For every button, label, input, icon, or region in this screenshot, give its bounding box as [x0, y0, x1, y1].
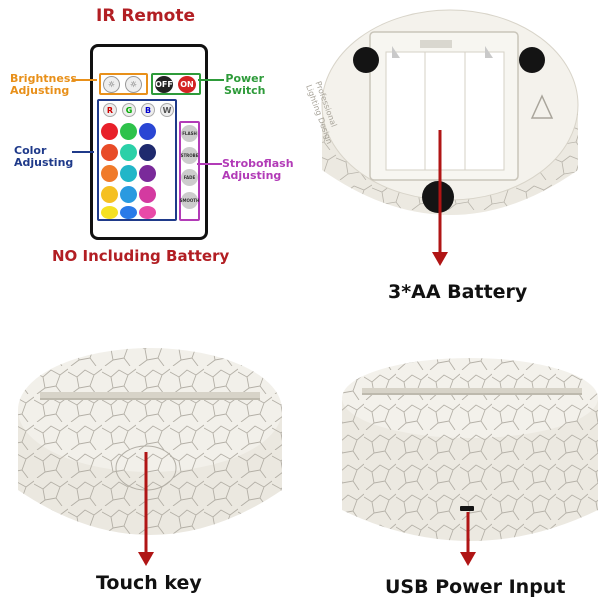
color-label: Color Adjusting [14, 144, 74, 169]
power-frame [151, 73, 201, 95]
color-button [101, 144, 118, 161]
power-label: Power Switch [224, 72, 266, 97]
brightness-frame [99, 73, 148, 95]
color-button [120, 123, 137, 140]
strobe-button: STROBE [181, 147, 198, 164]
white-button: W [160, 103, 174, 117]
brightness-down-button: ☼ [103, 76, 120, 93]
green-button: G [122, 103, 136, 117]
touch-panel: Touch key [0, 310, 300, 602]
color-button [120, 206, 137, 219]
color-button [101, 165, 118, 182]
color-button [101, 206, 118, 219]
remote-panel: IR Remote ☼ ☼ OFF ON R G B W [0, 0, 300, 270]
remote-title: IR Remote [96, 6, 196, 26]
usb-caption: USB Power Input [385, 576, 566, 598]
battery-panel: Professional Lighting Design 3*AA Batter… [300, 0, 600, 310]
on-button: ON [178, 76, 196, 93]
arrow-icon [432, 130, 448, 266]
fade-button: FADE [181, 169, 198, 186]
brightness-up-button: ☼ [125, 76, 142, 93]
brightness-label: Brightness Adjusting [10, 72, 77, 97]
color-button [101, 123, 118, 140]
annotation-lines [72, 79, 224, 165]
color-button [139, 165, 156, 182]
arrow-icon [138, 452, 154, 566]
battery-caption: 3*AA Battery [388, 281, 528, 303]
battery-base-image [321, 9, 579, 215]
color-frame [97, 99, 177, 221]
arrow-icon [460, 512, 476, 566]
no-battery-note: NO Including Battery [52, 247, 230, 265]
strobe-label: Stroboflash Adjusting [222, 157, 294, 182]
smooth-button: SMOOTH [180, 192, 199, 209]
color-button [139, 144, 156, 161]
blue-button: B [141, 103, 155, 117]
color-button [101, 186, 118, 203]
color-button [120, 144, 137, 161]
touch-base-image [18, 348, 282, 535]
color-button [139, 123, 156, 140]
strobe-frame [179, 121, 200, 221]
flash-button: FLASH [181, 125, 198, 142]
usb-base-image [342, 358, 598, 541]
usb-panel: USB Power Input [300, 310, 600, 602]
red-button: R [103, 103, 117, 117]
color-button [120, 186, 137, 203]
remote-control: ☼ ☼ OFF ON R G B W FLASH STROBE FADE [90, 44, 208, 240]
color-button [139, 206, 156, 219]
touch-caption: Touch key [96, 572, 202, 594]
color-button [120, 165, 137, 182]
color-button [139, 186, 156, 203]
off-button: OFF [155, 76, 173, 93]
